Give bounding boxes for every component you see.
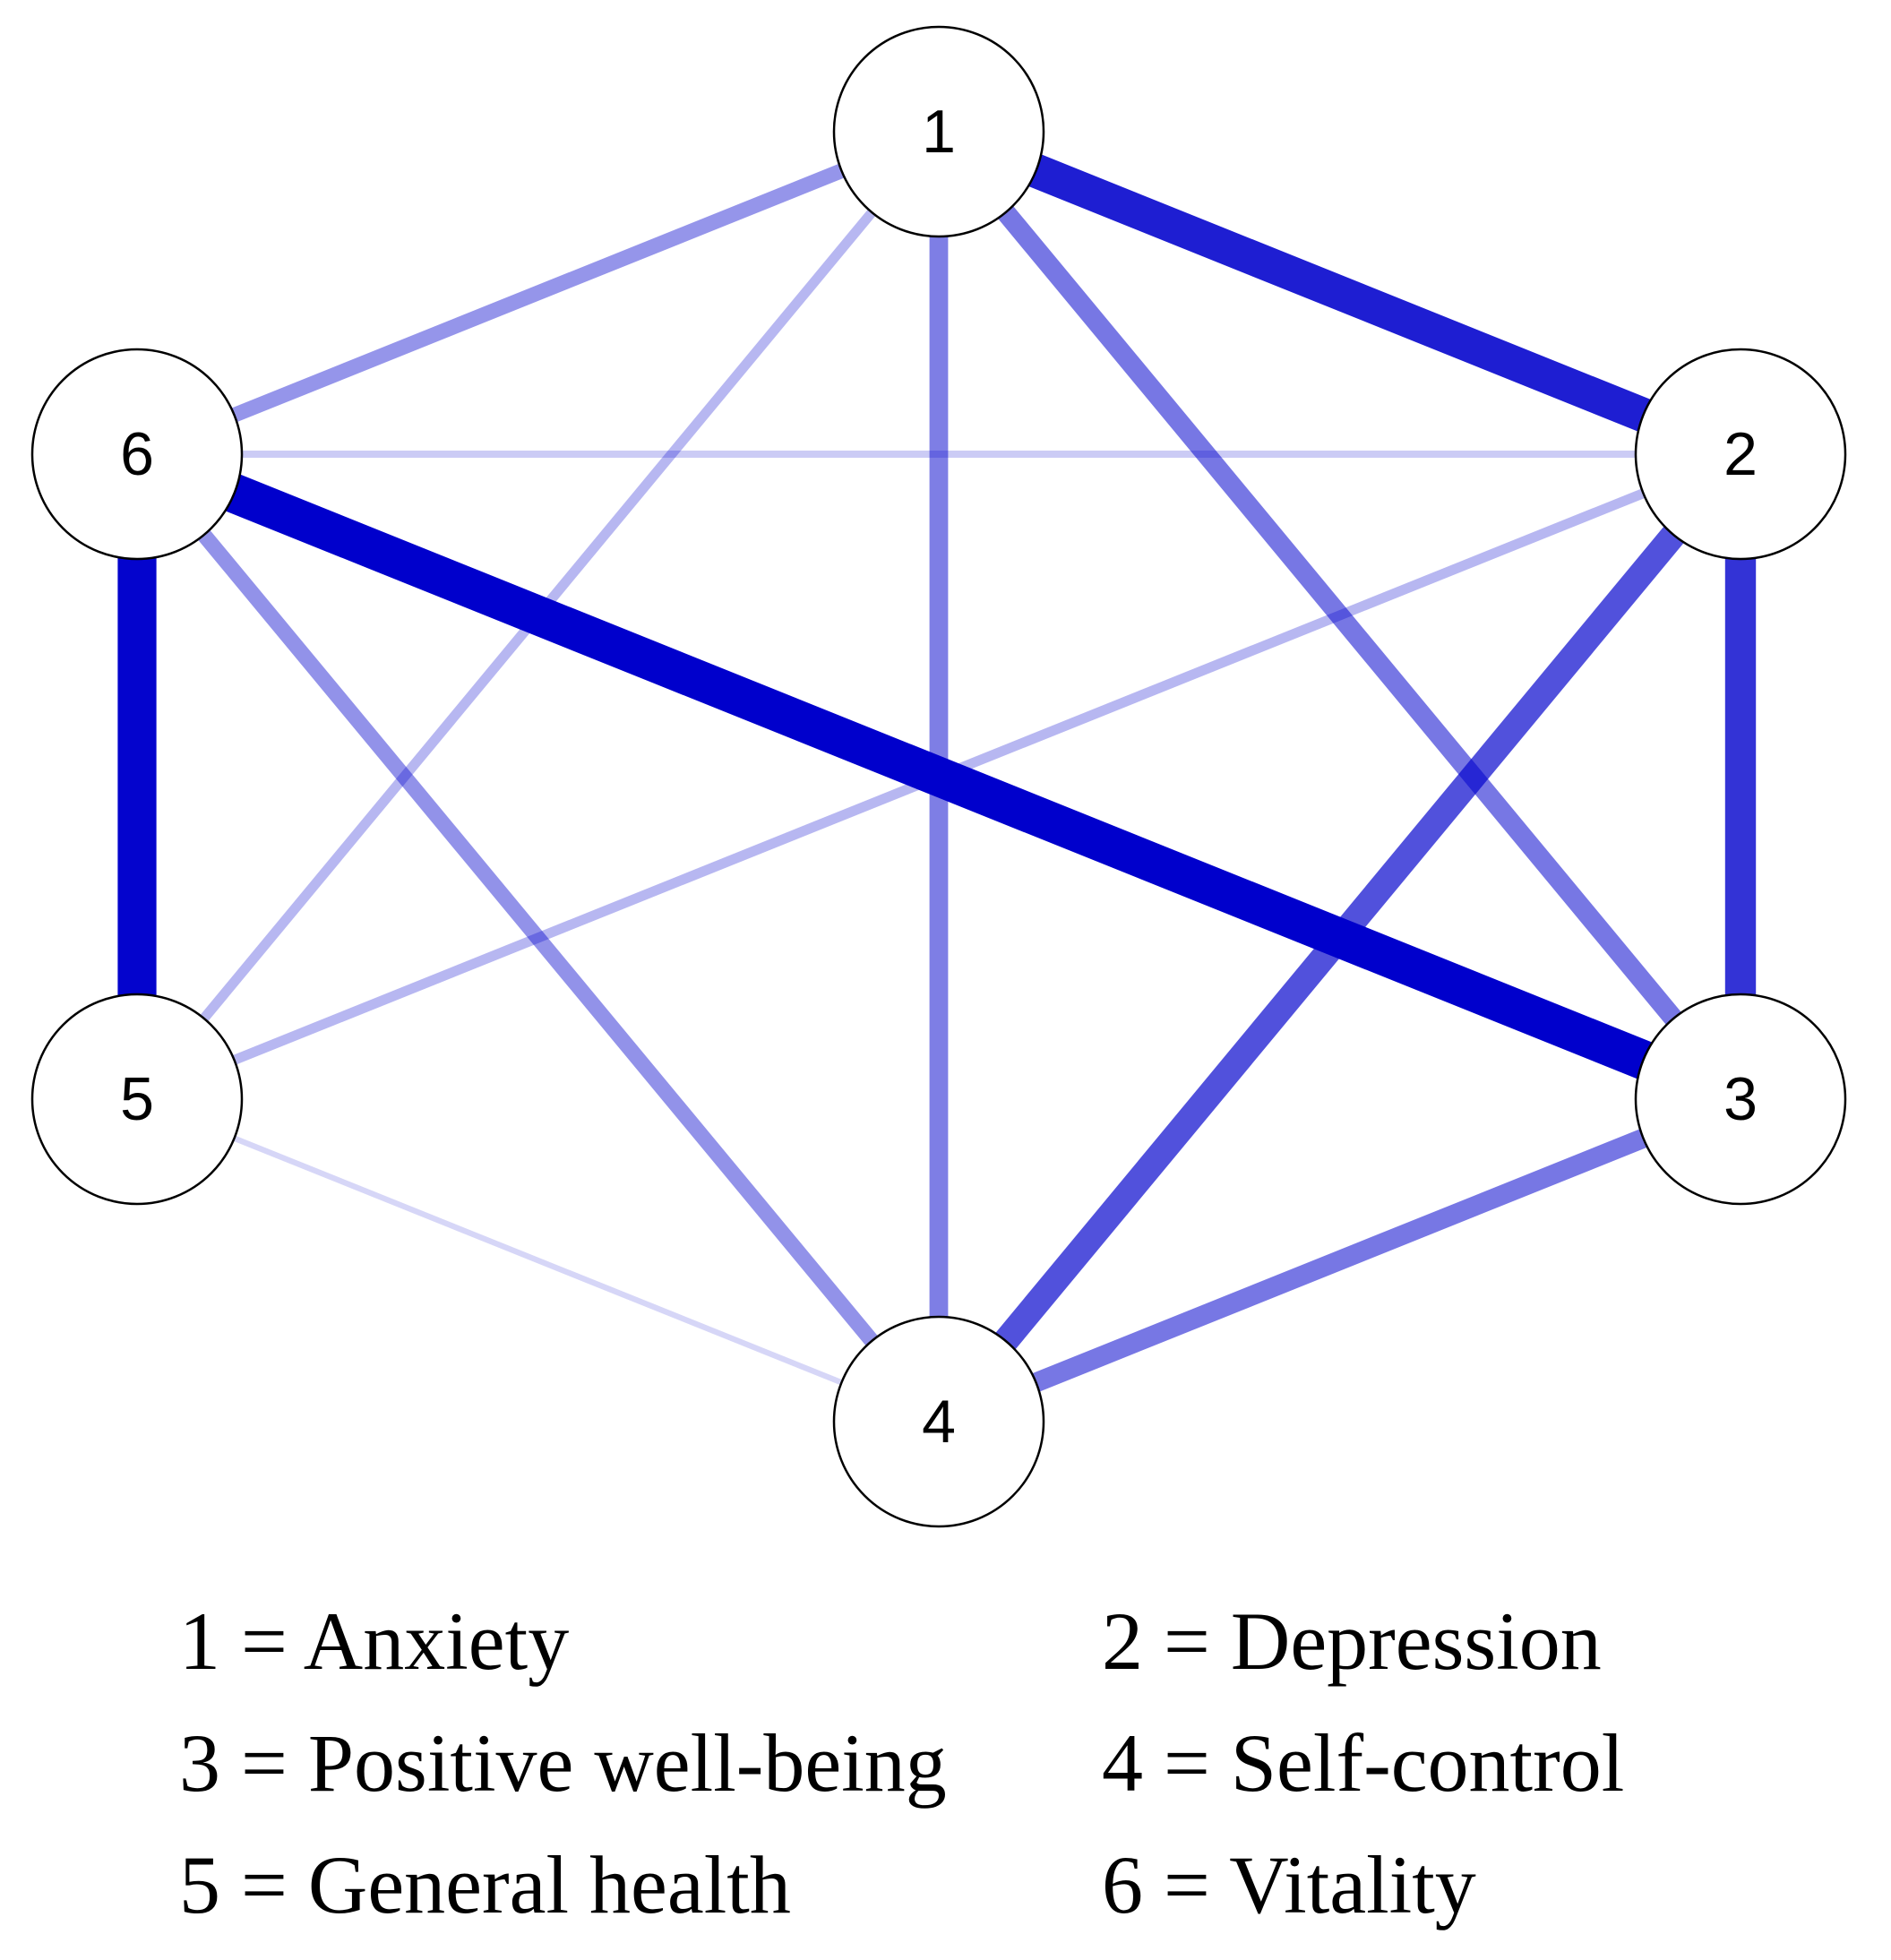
edge-1-2 — [932, 116, 1748, 470]
node-circle-6 — [30, 348, 244, 561]
legend-item-vitality: 6 = Vitality — [1102, 1839, 1476, 1930]
node-label-2: 2 — [1723, 420, 1758, 488]
node-6: 6 — [30, 348, 244, 561]
node-circle-2 — [1634, 348, 1847, 561]
node-3: 3 — [1634, 993, 1847, 1206]
node-circle-5 — [30, 993, 244, 1206]
legend-item-anxiety: 1 = Anxiety — [179, 1595, 570, 1687]
node-label-6: 6 — [120, 420, 154, 488]
legend-item-general-health: 5 = General health — [179, 1839, 791, 1930]
edge-6-3 — [129, 435, 1749, 1118]
node-5: 5 — [30, 993, 244, 1206]
edge-5-4 — [135, 1096, 941, 1424]
node-4: 4 — [832, 1315, 1045, 1528]
node-circle-1 — [832, 25, 1045, 238]
network-diagram: 1 2 3 4 5 6 — [30, 25, 1847, 1528]
node-label-3: 3 — [1723, 1065, 1758, 1133]
node-label-4: 4 — [922, 1388, 956, 1456]
edge-1-3 — [931, 125, 1749, 1106]
node-label-5: 5 — [120, 1065, 154, 1133]
legend-item-depression: 2 = Depression — [1102, 1595, 1602, 1687]
node-label-1: 1 — [922, 98, 956, 166]
legend-item-self-control: 4 = Self-control — [1102, 1717, 1625, 1809]
nodes-layer: 1 2 3 4 5 6 — [30, 25, 1847, 1528]
node-circle-4 — [832, 1315, 1045, 1528]
edge-1-6 — [133, 125, 942, 461]
edge-6-4 — [131, 449, 945, 1427]
node-2: 2 — [1634, 348, 1847, 561]
node-circle-3 — [1634, 993, 1847, 1206]
edges-layer — [117, 116, 1757, 1431]
legend: 1 = Anxiety 2 = Depression 3 = Positive … — [179, 1596, 1756, 1930]
node-1: 1 — [832, 25, 1045, 238]
edge-3-4 — [934, 1089, 1745, 1431]
legend-item-positive-well-being: 3 = Positive well-being — [179, 1717, 947, 1809]
